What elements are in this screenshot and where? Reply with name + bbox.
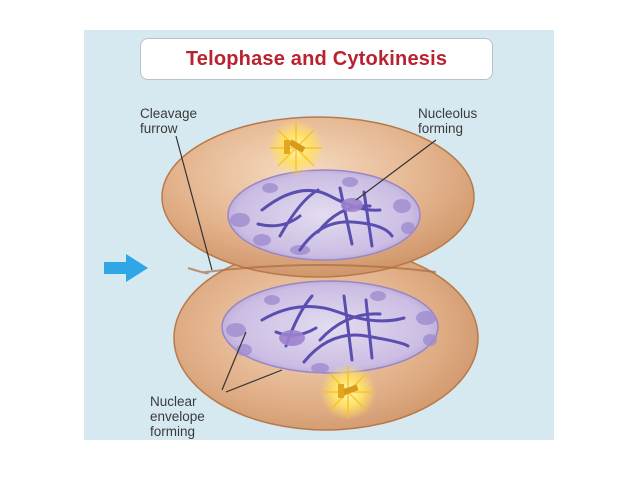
leader-line-cleavage-furrow bbox=[175, 135, 213, 271]
label-line: Nucleolus bbox=[418, 106, 478, 121]
label-line: Nuclear bbox=[150, 394, 197, 409]
label-nuclear-envelope-forming: Nuclear envelope forming bbox=[150, 394, 205, 439]
leader-line-nucleolus bbox=[355, 139, 437, 201]
label-cleavage-furrow: Cleavage furrow bbox=[140, 106, 197, 136]
label-line: furrow bbox=[140, 121, 178, 136]
centrosome-icon bbox=[320, 364, 376, 420]
label-line: Cleavage bbox=[140, 106, 198, 121]
title-box: Telophase and Cytokinesis bbox=[140, 38, 493, 80]
label-line: forming bbox=[418, 121, 464, 136]
label-line: envelope bbox=[150, 409, 205, 424]
cleavage-furrow bbox=[187, 264, 437, 275]
centrosome-icon bbox=[268, 120, 324, 176]
arrow-icon bbox=[104, 254, 148, 282]
label-nucleolus-forming: Nucleolus forming bbox=[418, 106, 477, 136]
nucleus-top bbox=[227, 169, 421, 261]
nucleus-bottom bbox=[221, 280, 439, 374]
diagram-title: Telophase and Cytokinesis bbox=[185, 47, 448, 70]
nucleolus-bottom bbox=[279, 330, 305, 346]
leader-line-nuclear-envelope bbox=[225, 369, 283, 393]
label-line: forming bbox=[150, 424, 196, 439]
leader-line-nuclear-envelope bbox=[221, 331, 247, 391]
nucleolus-top bbox=[341, 198, 363, 212]
chromosomes-top bbox=[256, 186, 394, 252]
